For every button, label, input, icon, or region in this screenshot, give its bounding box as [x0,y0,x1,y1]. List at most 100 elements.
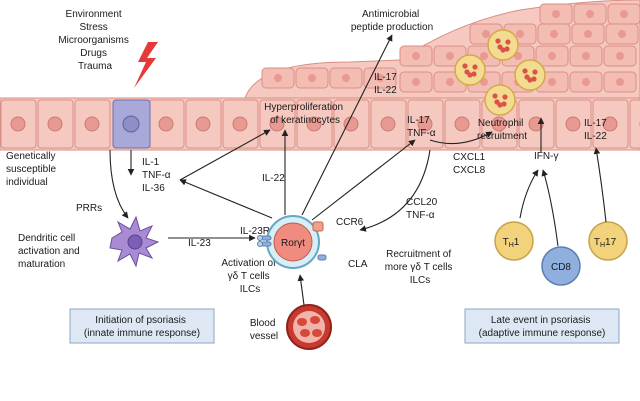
cd8-cell: CD8 [541,246,581,286]
arrow-to-il1 [179,179,273,219]
il17-tnf-label: IL-17 TNF-α [407,115,436,139]
keratinocyte-nucleus [616,52,624,60]
keratinocyte-nucleus [616,78,624,86]
arrow-antimicrobial [301,34,393,216]
ccr6-receptor [312,221,324,232]
keratinocyte-nucleus [446,52,454,60]
keratinocyte-nucleus [412,78,420,86]
roryt-label: Rorγt [281,238,305,249]
th17-cell: TH17 [588,221,628,261]
keratinocyte-nucleus [550,30,558,38]
arrow-th1-ifn [519,169,539,219]
keratinocyte-nucleus [548,52,556,60]
neutrophil-granule [471,71,477,77]
neutrophil-granule [501,101,507,107]
arrow-th17-il17 [593,147,607,223]
late-event-box: Late event in psoriasis (adaptive immune… [464,308,620,344]
neutrophil-granule [472,64,478,70]
neutrophil-granule [532,69,538,75]
initiation-box: Initiation of psoriasis (innate immune r… [69,308,215,344]
neutrophil-granule [524,74,530,80]
neutrophil-granule [497,44,503,50]
keratinocyte-nucleus [84,116,100,132]
th1-cell: TH1 [494,221,534,261]
blood-vessel [286,304,332,350]
gamma-delta-t-cell: Rorγt [257,215,327,269]
neutrophil-granule [492,93,498,99]
cxcl-label: CXCL1 CXCL8 [453,152,488,176]
th1-label: TH1 [503,237,520,249]
epidermis-layer [0,97,640,151]
keratinocyte-nucleus [412,52,420,60]
keratinocyte-nucleus [491,116,507,132]
arrow-cd8-ifn [541,169,559,247]
il22-mid-label: IL-22 [262,173,285,184]
il23r-receptor [257,235,272,247]
keratinocyte-nucleus [586,10,594,18]
keratinocyte-nucleus [343,116,359,132]
recruitment-label: Recruitment of more γδ T cells ILCs [385,249,455,286]
keratinocyte-nucleus [582,52,590,60]
keratinocyte-nucleus [565,116,581,132]
keratinocyte-nucleus [417,116,433,132]
trigger-list: Environment Stress Microorganisms Drugs … [58,9,131,72]
keratinocyte-nucleus [482,30,490,38]
keratinocyte-nucleus [454,116,470,132]
keratinocyte-nucleus [480,52,488,60]
ccr6-label: CCR6 [336,217,364,228]
arrow-ccl20 [359,149,431,232]
svg-text:Late event in psoriasis: Late event in psoriasis (adaptive immune… [479,315,606,339]
svg-text:Initiation of psoriasis: Initiation of psoriasis (innate immune r… [84,315,200,339]
keratinocyte-nucleus [158,116,174,132]
il1-tnf-il36-label: IL-1 TNF-α IL-36 [142,157,173,194]
neutrophil [487,29,519,61]
il17-il22-right-label: IL-17 IL-22 [584,118,610,142]
neutrophil [514,59,546,91]
arrow-prrs [109,149,129,219]
ifn-gamma-label: IFN-γ [534,151,558,162]
neutrophil-granule [531,76,537,82]
activated-keratinocyte [112,99,151,149]
arrow-cxcl [429,131,493,145]
hyperproliferation-label: Hyperproliferation of keratinocytes [264,102,346,126]
keratinocyte-nucleus [274,74,282,82]
keratinocyte-nucleus [620,10,628,18]
th17-label: TH17 [594,237,617,249]
dendritic-cell [109,215,160,268]
neutrophil-label: Neutrophil recruitment [477,118,527,142]
neutrophil [484,84,516,116]
il23-label: IL-23 [188,238,211,249]
keratinocyte-nucleus [232,116,248,132]
keratinocyte-nucleus [10,116,26,132]
neutrophil-cluster [454,29,546,116]
keratinocyte-nucleus [548,78,556,86]
keratinocyte-nucleus [582,78,590,86]
keratinocyte-nucleus [514,52,522,60]
arrow-blood-vessel [297,274,305,306]
keratinocyte-nucleus [47,116,63,132]
neutrophil-granule [522,68,528,74]
neutrophil-granule [495,38,501,44]
neutrophil-granule [464,69,470,75]
keratinocyte-nucleus [516,30,524,38]
neutrophil-granule [494,99,500,105]
keratinocyte-nucleus [269,116,285,132]
thickened-epidermis [244,0,640,99]
genetic-label: Genetically susceptible individual [6,151,59,188]
keratinocyte-nucleus [584,30,592,38]
prrs-label: PRRs [76,203,102,214]
arrow-il17-tnf [311,139,416,221]
keratinocyte-nucleus [552,10,560,18]
keratinocyte-nucleus [308,74,316,82]
blood-vessel-label: Blood vessel [250,318,278,342]
cla-receptor [317,254,327,261]
antimicrobial-label: Antimicrobial peptide production [351,9,433,33]
activation-label: Activation of γδ T cells ILCs [221,258,278,295]
neutrophil-granule [504,46,510,52]
arrow-to-hyperproliferation [179,129,271,181]
keratinocyte-nucleus [342,74,350,82]
il23r-label: IL-23R [240,226,270,237]
lightning-bolt-icon [134,42,158,88]
cla-label: CLA [348,259,368,270]
il17-il22-top-label: IL-17 IL-22 [374,72,400,96]
